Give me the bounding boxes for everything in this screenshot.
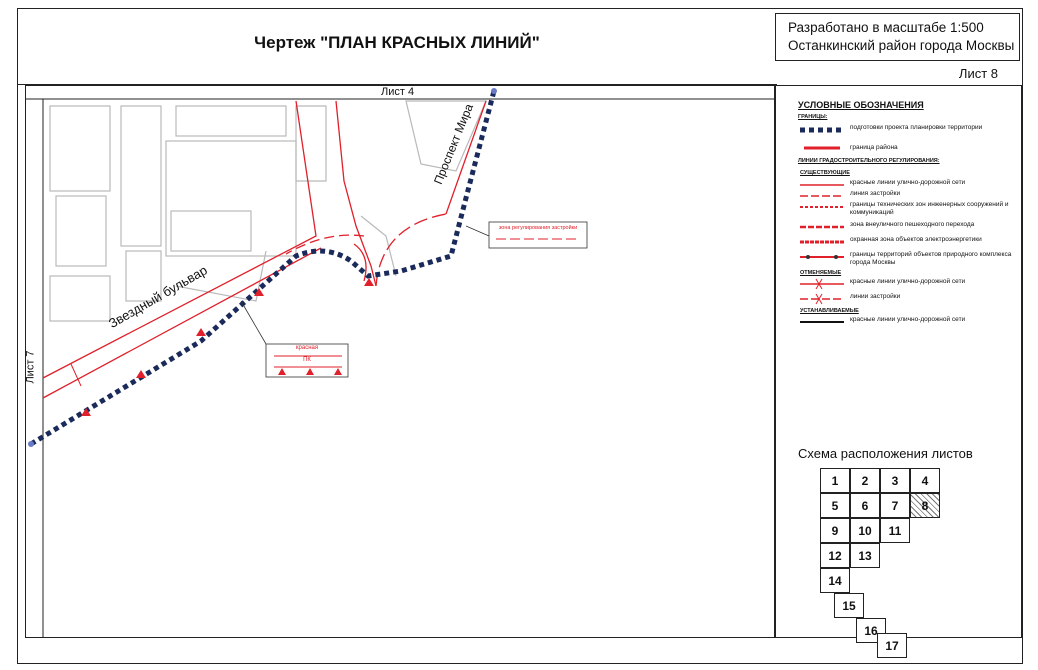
scale-line: Разработано в масштабе 1:500 xyxy=(788,20,984,35)
schema-cell-8: 8 xyxy=(910,493,940,518)
callout-regulation-zone xyxy=(465,221,588,249)
schema-cell-17: 17 xyxy=(877,633,907,658)
red-thick-symbol xyxy=(804,146,840,150)
planning-boundary xyxy=(29,90,497,447)
legend-sub-existing: СУЩЕСТВУЮЩИЕ xyxy=(800,170,850,176)
schema-cell-5: 5 xyxy=(820,493,850,518)
legend-item-building-line: линия застройки xyxy=(800,190,901,197)
legend-panel: УСЛОВНЫЕ ОБОЗНАЧЕНИЯ ГРАНИЦЫ: подготовки… xyxy=(775,85,1022,658)
district-line: Останкинский район города Москвы xyxy=(788,38,1015,53)
legend-sub-regulation: ЛИНИИ ГРАДОСТРОИТЕЛЬНОГО РЕГУЛИРОВАНИЯ: xyxy=(798,158,940,164)
legend-item-district: граница района xyxy=(798,144,1018,156)
schema-cell-3: 3 xyxy=(880,468,910,493)
legend-item-red-lines: красные линии улично-дорожной сети xyxy=(800,179,966,186)
legend-item-nature: границы территорий объектов природного к… xyxy=(798,251,1018,271)
callout2-text: зона регулирования застройки xyxy=(498,225,578,231)
legend-sub-cancelled: ОТМЕНЯЕМЫЕ xyxy=(800,270,842,276)
legend-item-pedestrian: зона внеуличного пешеходного перехода xyxy=(800,221,975,229)
legend-sub-established: УСТАНАВЛИВАЕМЫЕ xyxy=(800,308,859,314)
map-drawing xyxy=(26,88,774,637)
title-separator xyxy=(17,84,777,85)
schema-title: Схема расположения листов xyxy=(798,446,973,461)
legend-title: УСЛОВНЫЕ ОБОЗНАЧЕНИЯ xyxy=(798,100,924,110)
legend-item-cancel-building: линии застройки xyxy=(798,293,1018,305)
schema-cell-9: 9 xyxy=(820,518,850,543)
schema-cell-14: 14 xyxy=(820,568,850,593)
sheet4-label: Лист 4 xyxy=(381,86,415,98)
callout1-bottom-text: ПК xyxy=(303,357,311,363)
survey-markers xyxy=(81,278,374,416)
schema-cell-13: 13 xyxy=(850,543,880,568)
outer-frame xyxy=(17,8,1023,664)
schema-cell-10: 10 xyxy=(850,518,880,543)
dotted-navy-symbol xyxy=(800,127,844,133)
schema-cell-1: 1 xyxy=(820,468,850,493)
schema-cell-7: 7 xyxy=(880,493,910,518)
drawing-title: Чертеж "ПЛАН КРАСНЫХ ЛИНИЙ" xyxy=(254,33,540,52)
scale-info-box: Разработано в масштабе 1:500 Останкински… xyxy=(775,13,1020,61)
schema-cell-2: 2 xyxy=(850,468,880,493)
schema-cell-6: 6 xyxy=(850,493,880,518)
schema-cell-12: 12 xyxy=(820,543,850,568)
sheet-number: Лист 8 xyxy=(958,66,998,81)
legend-item-planning: подготовки проекта планировки территории xyxy=(798,124,1018,136)
legend-item-tech-zones: границы технических зон инженерных соору… xyxy=(800,201,1009,216)
base-map-buildings xyxy=(49,100,487,322)
map-panel: Лист 4 Лист 7 Звездный бульвар Проспект … xyxy=(25,85,775,638)
legend-item-cancel-red: красные линии улично-дорожной сети xyxy=(798,278,1018,290)
legend-sub-borders: ГРАНИЦЫ: xyxy=(798,114,828,120)
legend-item-new-red: красные линии улично-дорожной сети xyxy=(800,316,966,323)
schema-cell-11: 11 xyxy=(880,518,910,543)
schema-cell-15: 15 xyxy=(834,593,864,618)
callout1-top-text: красная xyxy=(295,345,319,351)
legend-item-power: охранная зона объектов электроэнергетики xyxy=(800,236,982,244)
schema-cell-4: 4 xyxy=(910,468,940,493)
callout-red-line xyxy=(240,300,349,378)
sheet7-label: Лист 7 xyxy=(25,350,37,384)
